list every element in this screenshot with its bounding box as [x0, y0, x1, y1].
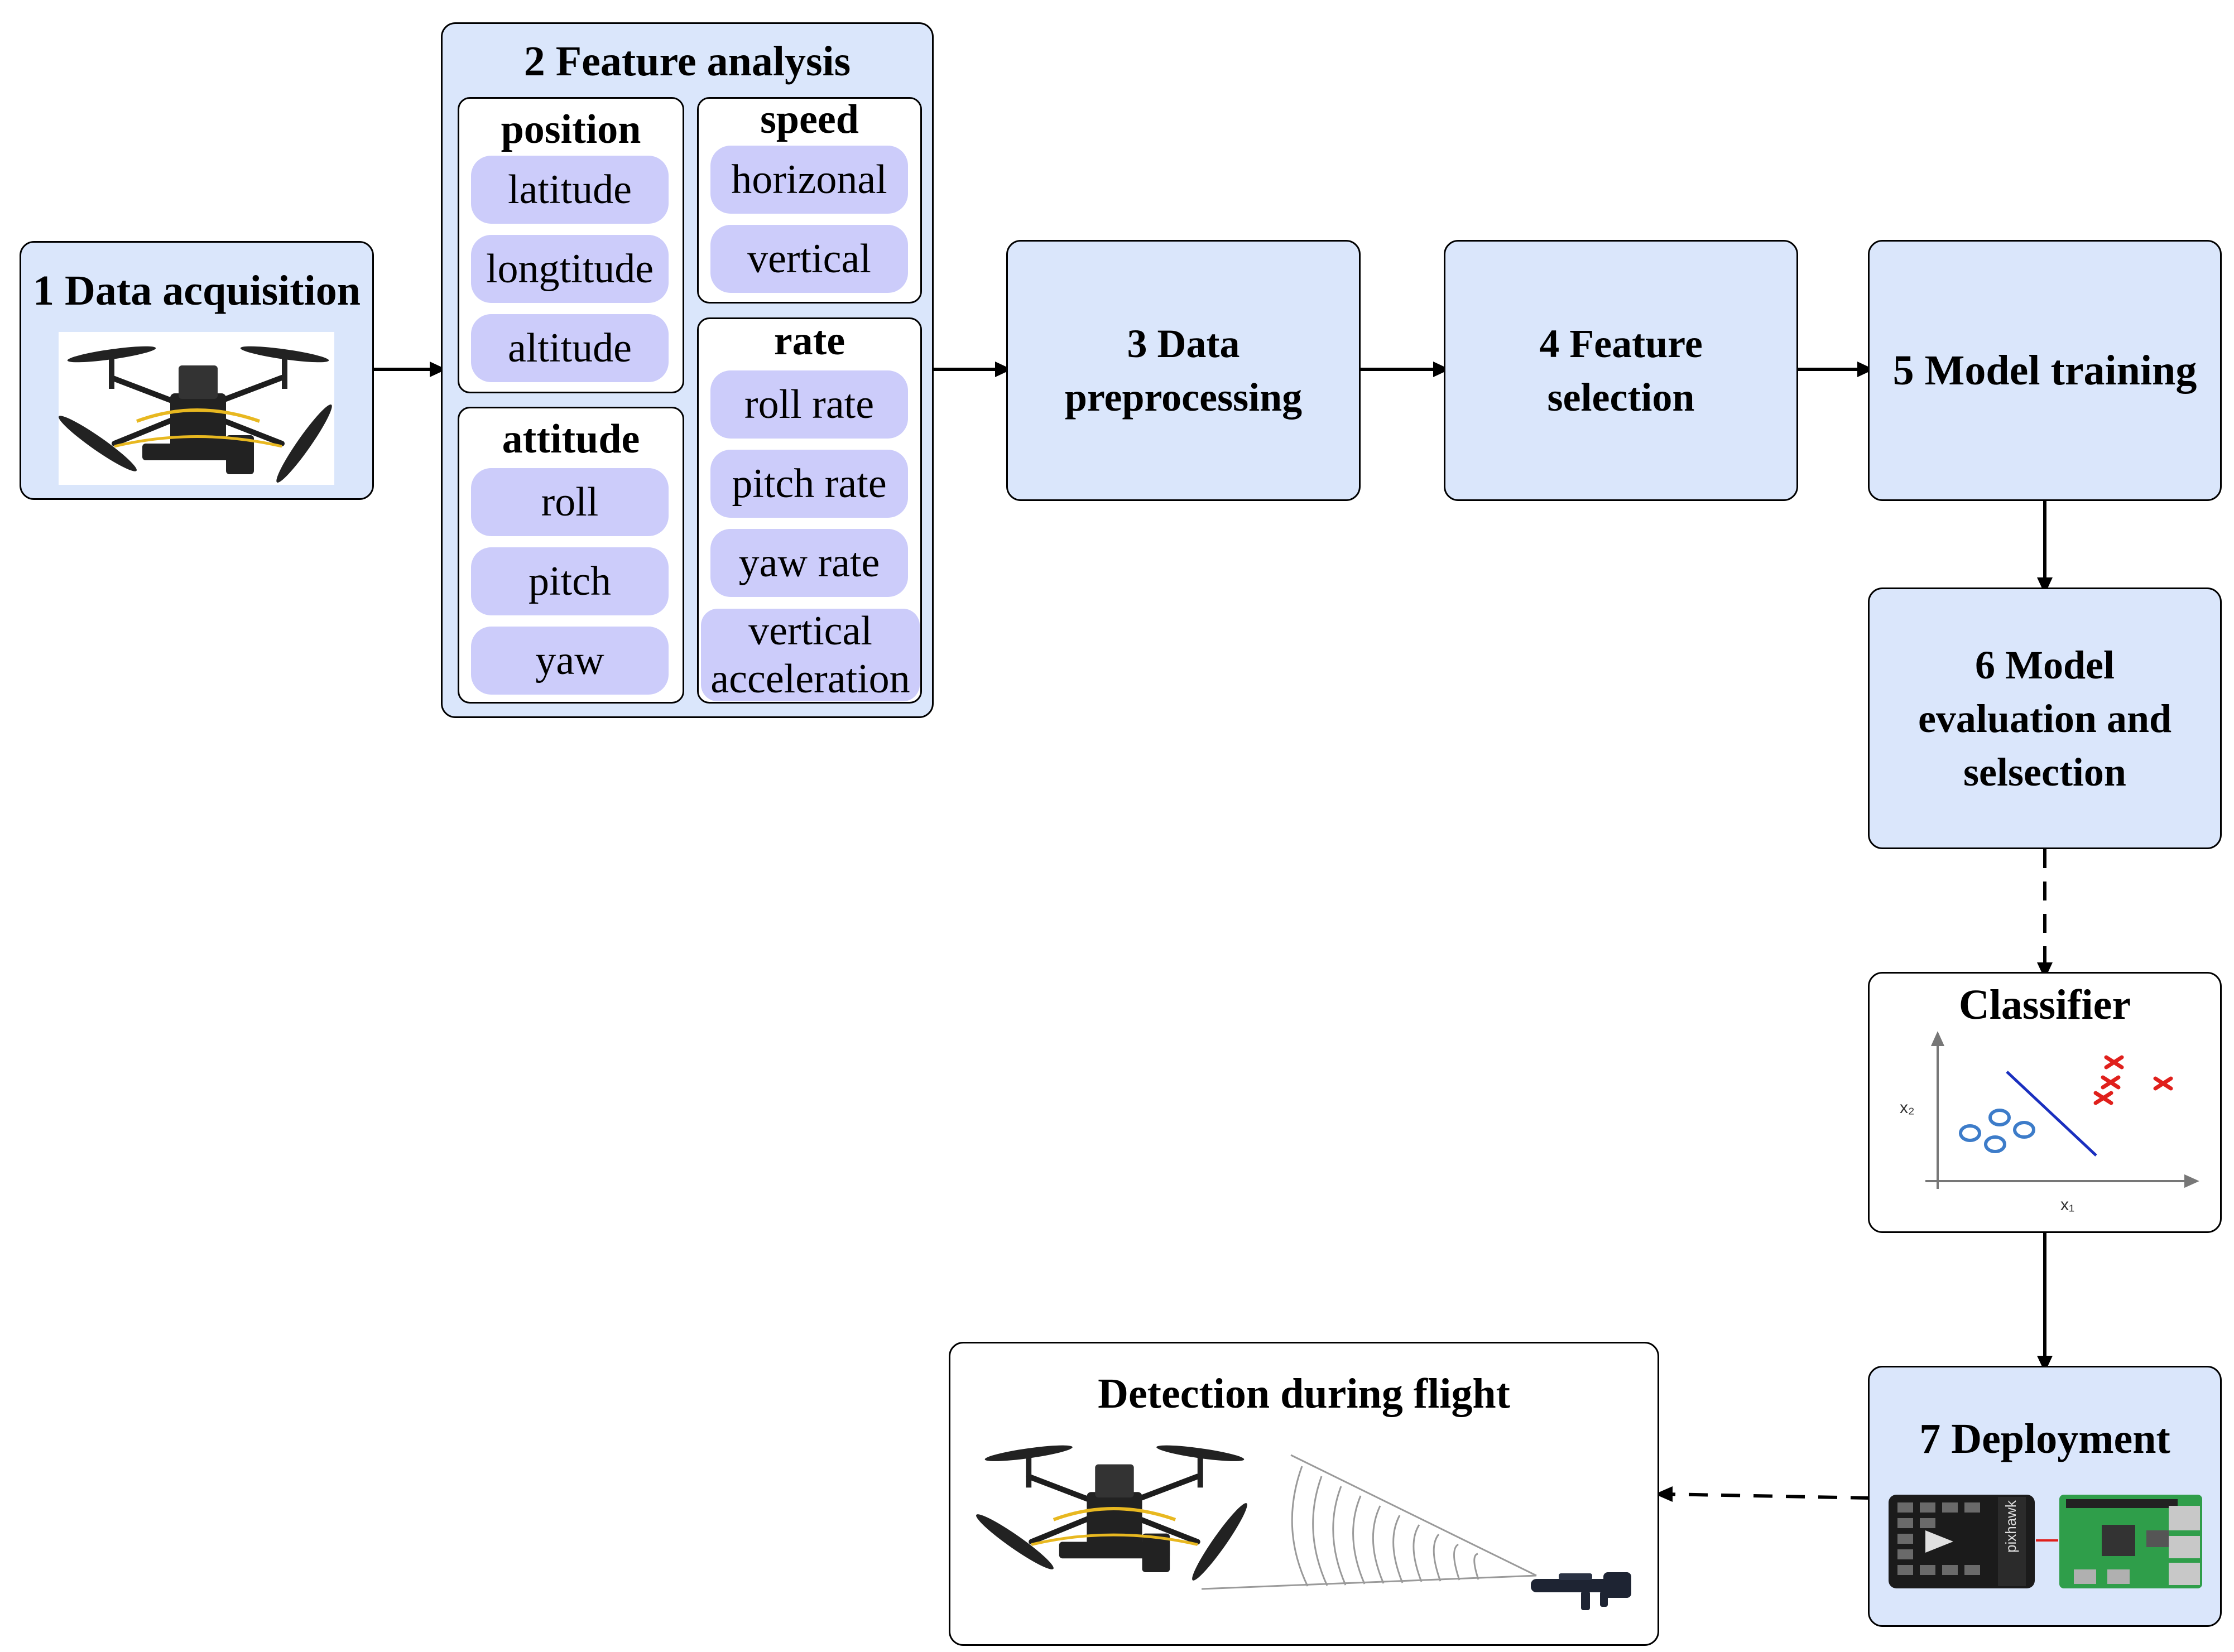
feature-vertical-acceleration: vertical acceleration — [701, 608, 920, 702]
classifier-y-label: x₂ — [1900, 1099, 1915, 1117]
model-evaluation-box: 6 Model evaluation and selsection — [1868, 587, 2222, 849]
jammer-signal — [1202, 1454, 1537, 1590]
model-evaluation-line3: selsection — [1963, 749, 2126, 794]
position-group: position latitude longtitude altitude — [458, 97, 684, 393]
classifier-box: Classifier x₂ x₁ — [1868, 972, 2222, 1233]
classifier-title: Classifier — [1958, 981, 2131, 1028]
vertical-acceleration-line1: vertical — [748, 608, 872, 654]
raspberry-pi-board-icon — [2057, 1491, 2204, 1592]
feature-vertical-speed: vertical — [710, 225, 908, 293]
rate-group: rate roll rate pitch rate yaw rate verti… — [697, 317, 922, 704]
attitude-group: attitude roll pitch yaw — [458, 407, 684, 704]
data-preprocessing-box: 3 Data preprocessing — [1006, 240, 1361, 501]
feature-selection-line2: selection — [1547, 375, 1695, 420]
detection-title: Detection during flight — [1098, 1370, 1510, 1417]
feature-longtitude: longtitude — [471, 235, 669, 303]
feature-yaw-rate: yaw rate — [710, 529, 908, 597]
feature-selection-line1: 4 Feature — [1539, 321, 1703, 366]
classifier-x-label: x₁ — [2060, 1196, 2074, 1214]
model-evaluation-line1: 6 Model — [1975, 642, 2115, 687]
data-preprocessing-line2: preprocessing — [1064, 375, 1303, 420]
feature-selection-box: 4 Feature selection — [1444, 240, 1798, 501]
speed-title: speed — [760, 97, 859, 142]
data-acquisition-title: 1 Data acquisition — [33, 267, 361, 314]
speed-group: speed horizonal vertical — [697, 97, 922, 304]
feature-analysis-box: 2 Feature analysis position latitude lon… — [441, 22, 934, 718]
position-title: position — [501, 107, 641, 152]
drone-icon — [59, 332, 334, 485]
jammer-gun-icon — [1525, 1562, 1637, 1618]
feature-latitude: latitude — [471, 156, 669, 224]
data-preprocessing-line1: 3 Data — [1127, 321, 1240, 366]
svg-text:pixhawk: pixhawk — [2002, 1500, 2019, 1553]
feature-horizonal: horizonal — [710, 146, 908, 214]
feature-roll: roll — [471, 468, 669, 536]
deployment-title: 7 Deployment — [1919, 1415, 2170, 1462]
detection-box: Detection during flight — [949, 1342, 1659, 1646]
feature-roll-rate: roll rate — [710, 370, 908, 439]
decision-boundary — [2006, 1071, 2097, 1157]
model-training-title: 5 Model training — [1892, 347, 2197, 394]
feature-pitch: pitch — [471, 547, 669, 615]
drone-icon-flight — [976, 1426, 1250, 1588]
deployment-box: 7 Deployment pixhawk — [1868, 1366, 2222, 1627]
vertical-acceleration-line2: acceleration — [710, 656, 910, 702]
classifier-plot: x₂ x₁ — [1900, 1031, 2199, 1214]
pixhawk-board-icon: pixhawk — [1886, 1491, 2037, 1592]
arrow-7-to-detection — [1665, 1492, 1870, 1500]
attitude-title: attitude — [502, 416, 640, 462]
data-acquisition-box: 1 Data acquisition — [20, 241, 374, 500]
rate-title: rate — [774, 318, 845, 364]
model-evaluation-line2: evaluation and — [1918, 696, 2172, 741]
feature-altitude: altitude — [471, 314, 669, 382]
feature-yaw: yaw — [471, 627, 669, 695]
model-training-box: 5 Model training — [1868, 240, 2222, 501]
feature-pitch-rate: pitch rate — [710, 450, 908, 518]
feature-analysis-title: 2 Feature analysis — [523, 38, 851, 85]
board-link — [2036, 1539, 2058, 1542]
